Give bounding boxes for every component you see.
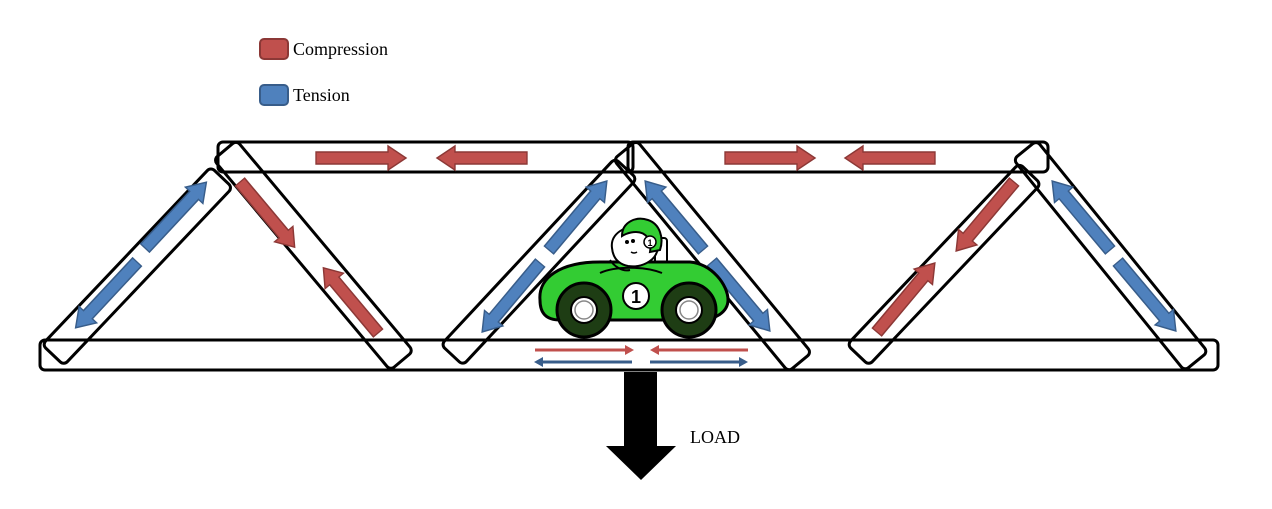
bottom-chord bbox=[38, 338, 1220, 372]
load-label: LOAD bbox=[690, 427, 740, 447]
top-left-arrow-right bbox=[315, 145, 407, 171]
car-number: 1 bbox=[631, 287, 641, 307]
bottom-compression-arrows bbox=[535, 345, 748, 355]
top-right-arrow-right bbox=[724, 145, 816, 171]
tension-label: Tension bbox=[293, 84, 350, 105]
top-chord-right bbox=[626, 140, 1050, 174]
legend-compression: Compression bbox=[259, 38, 388, 60]
race-car-icon: 1 1 bbox=[538, 217, 730, 339]
top-chord-left bbox=[216, 140, 635, 174]
diag1-arrow-up bbox=[135, 173, 216, 257]
compression-label: Compression bbox=[293, 38, 389, 59]
diagonal-3 bbox=[441, 158, 637, 365]
compression-swatch bbox=[259, 38, 289, 60]
diag1-arrow-down bbox=[66, 253, 147, 337]
tension-swatch bbox=[259, 84, 289, 106]
bottom-tension-arrows bbox=[534, 357, 748, 367]
diag2-arrow-down bbox=[230, 173, 305, 256]
top-left-arrow-left bbox=[436, 145, 528, 171]
top-right-arrow-left bbox=[844, 145, 936, 171]
diagonal-5 bbox=[847, 163, 1041, 365]
diagonal-1 bbox=[42, 167, 232, 365]
svg-text:1: 1 bbox=[647, 238, 652, 248]
diagonal-2 bbox=[214, 140, 413, 370]
load-arrow bbox=[606, 372, 676, 480]
diag2-arrow-up bbox=[313, 259, 388, 342]
diagonal-6 bbox=[1013, 141, 1208, 371]
legend-tension: Tension bbox=[259, 84, 350, 106]
